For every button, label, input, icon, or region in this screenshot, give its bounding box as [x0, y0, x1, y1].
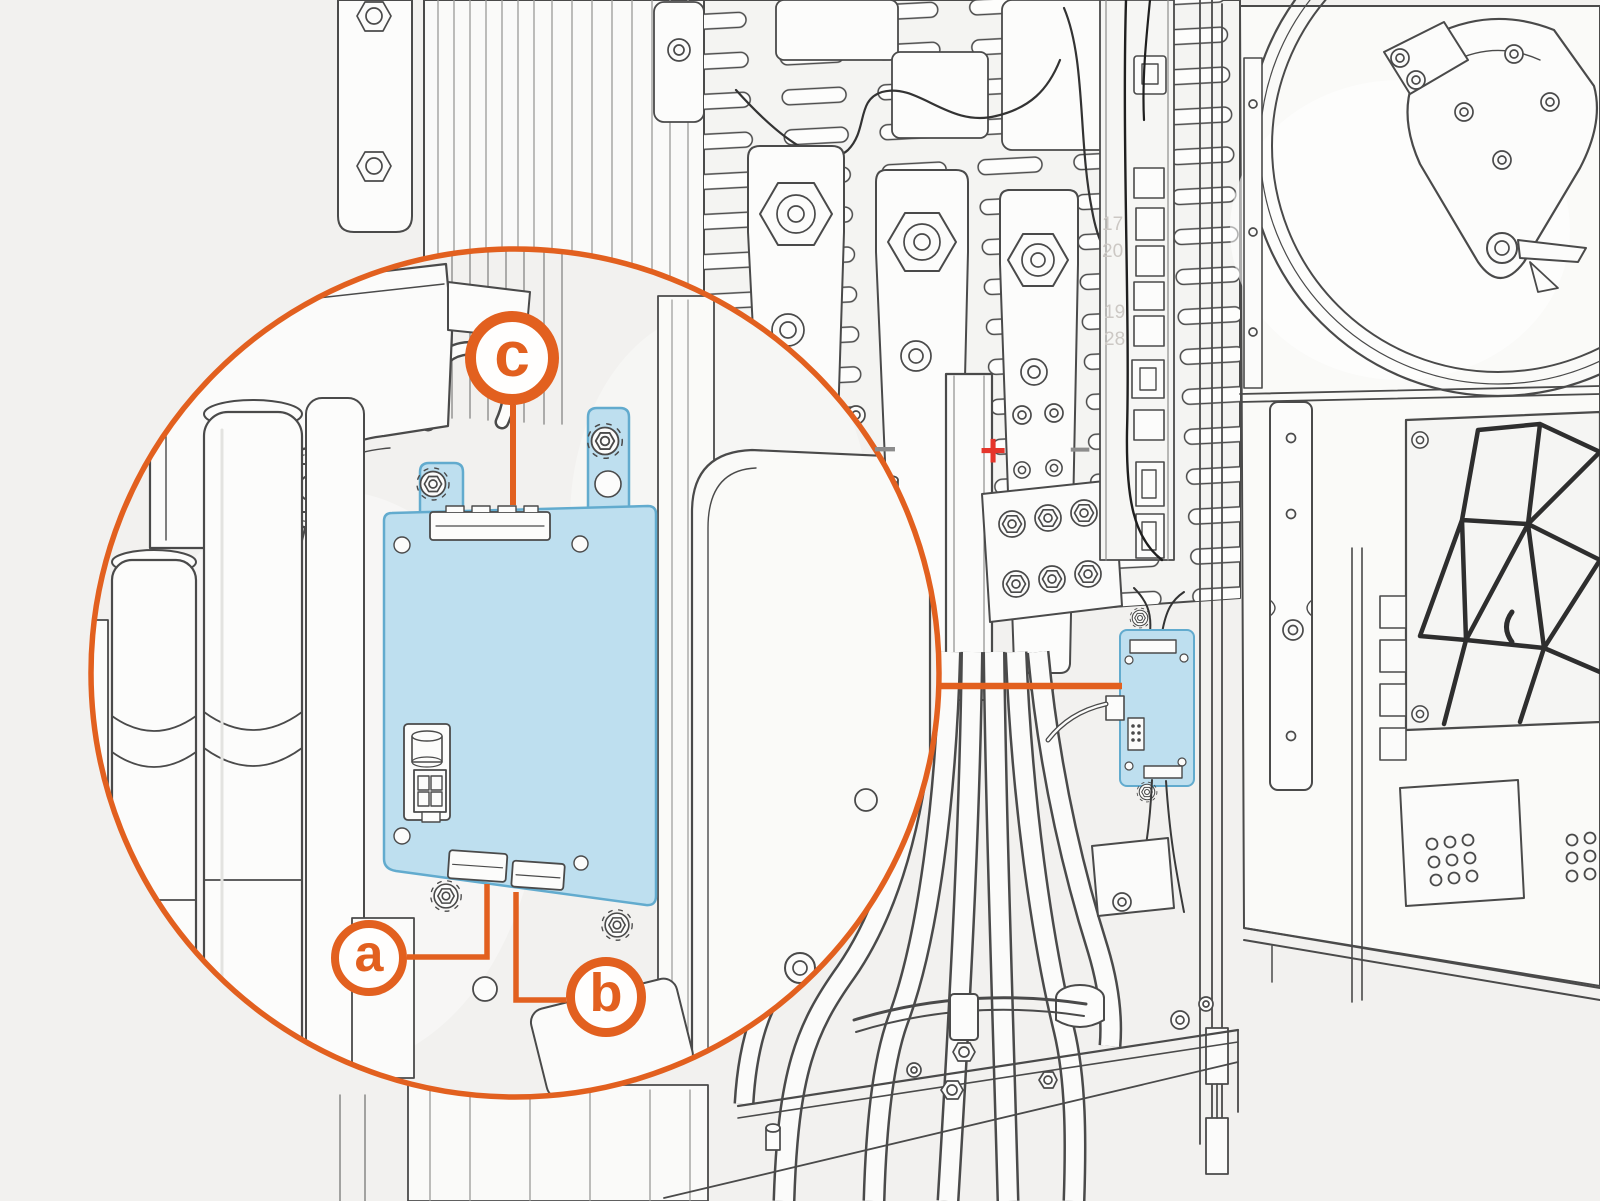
- fan-assembly: [1246, 0, 1600, 398]
- polarity-plus: +: [979, 424, 1007, 476]
- callout-badge-c: c: [465, 311, 559, 405]
- module-body: [382, 504, 658, 907]
- callout-letter-c: c: [494, 318, 530, 390]
- terminal-number: 17: [1102, 214, 1123, 235]
- terminal-number: 28: [1104, 329, 1125, 350]
- terminal-block: [981, 479, 1123, 623]
- fan-bracket: [1406, 17, 1599, 279]
- terminal-number: 20: [1102, 241, 1123, 262]
- clamp-bracket: [1091, 837, 1175, 917]
- cabinet-frame-edge: [1199, 0, 1229, 1175]
- polarity-minus-left: −: [873, 427, 897, 472]
- module-side-connector: [403, 723, 451, 823]
- lattice-vent: [1404, 410, 1600, 732]
- control-module-detail: [382, 406, 658, 942]
- signal-cable: [1123, 0, 1164, 562]
- leader-line-a: [407, 884, 490, 960]
- left-mounting-plate: [337, 0, 413, 233]
- terminal-number: 19: [1104, 302, 1125, 323]
- base-plate: [663, 984, 1240, 1199]
- callout-letter-b: b: [589, 962, 623, 1023]
- leader-line-b: [513, 892, 566, 1003]
- right-door: [1230, 0, 1600, 1003]
- module-bottom-connector: [446, 849, 566, 891]
- callout-letter-a: a: [354, 925, 384, 983]
- callout-badge-a: a: [331, 920, 407, 996]
- module-top-connector: [429, 505, 551, 541]
- cabinet-interior: 17 20 19 28: [337, 0, 1600, 1201]
- connector-strip: 17 20 19 28: [1099, 0, 1175, 562]
- hinge-strip: [1269, 401, 1313, 791]
- callout-badge-b: b: [566, 957, 646, 1037]
- magnifier-circle: [88, 246, 942, 1100]
- installed-control-module: [1045, 587, 1195, 917]
- callout-overlay: [88, 246, 1122, 1100]
- perforated-bracket: [1399, 779, 1525, 907]
- polarity-minus-right: −: [1069, 429, 1091, 470]
